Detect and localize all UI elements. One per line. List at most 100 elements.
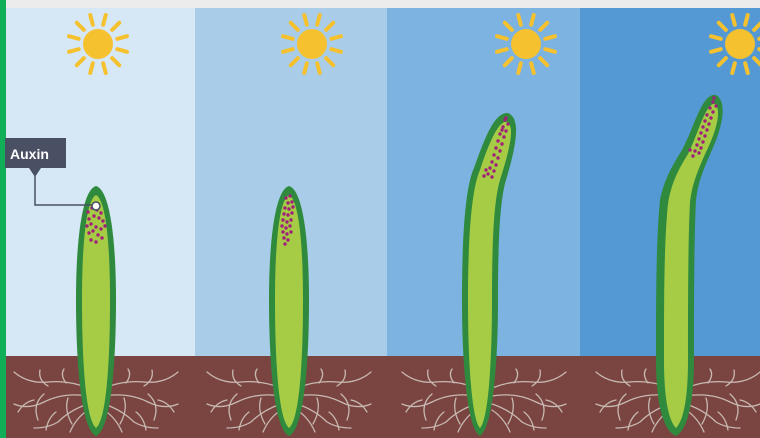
auxin-dot [287,207,290,210]
auxin-dot [291,205,294,208]
auxin-dot [500,128,503,131]
auxin-dot [286,238,289,241]
sun-ray [518,15,521,25]
auxin-dot [482,174,485,177]
auxin-dot [89,222,92,225]
auxin-dot [498,149,501,152]
sun-ray [283,49,293,52]
auxin-dot [96,233,99,236]
auxin-dot [284,196,287,199]
auxin-dot [100,236,103,239]
auxin-dot [92,214,95,217]
auxin-dot [490,160,493,163]
sun-ray [331,49,341,52]
auxin-dot [288,194,291,197]
sun-ray [283,36,293,39]
sun-ray [497,36,507,39]
sun-ray [711,36,721,39]
sun-disc [511,29,541,59]
auxin-dot [94,225,97,228]
auxin-dot [707,122,710,125]
auxin-dot [283,206,286,209]
auxin-dot [283,242,286,245]
auxin-dot [281,230,284,233]
sun-ray [745,63,748,73]
auxin-dot [695,143,698,146]
auxin-dot [285,220,288,223]
sun-ray [545,49,555,52]
auxin-dot [703,134,706,137]
auxin-dot [701,125,704,128]
auxin-dot [484,168,487,171]
auxin-dot [711,100,714,103]
auxin-dot [290,211,293,214]
auxin-dot [494,163,497,166]
sun-ray [117,36,127,39]
auxin-dot [285,232,288,235]
auxin-dot [486,172,489,175]
sun-ray [545,36,555,39]
left-accent-bar [0,0,6,438]
sun-ray [103,63,106,73]
sun-disc [297,29,327,59]
auxin-dot [97,216,100,219]
auxin-dot [697,151,700,154]
auxin-dot [91,229,94,232]
auxin-dot [87,231,90,234]
auxin-dot [284,226,287,229]
sun-ray [497,49,507,52]
auxin-dot [99,227,102,230]
sun-ray [304,15,307,25]
auxin-dot [289,218,292,221]
shoot-stage-2 [269,186,309,436]
sun-ray [732,15,735,25]
auxin-dot [89,238,92,241]
auxin-dot [699,146,702,149]
auxin-dot [501,125,504,128]
sun-ray [745,15,748,25]
sun-ray [531,15,534,25]
sun-ray [732,63,735,73]
auxin-dot [693,149,696,152]
auxin-dot [697,137,700,140]
shoot-stage-1 [76,186,116,436]
auxin-dot [290,200,293,203]
auxin-dot [714,104,717,107]
auxin-dot [103,224,106,227]
sun-ray [531,63,534,73]
sun-ray [317,63,320,73]
auxin-dot [504,116,507,119]
auxin-dot [496,156,499,159]
auxin-dot [87,217,90,220]
auxin-dot [488,166,491,169]
auxin-dot [709,116,712,119]
auxin-dot [494,146,497,149]
auxin-dot [711,110,714,113]
auxin-dot [708,106,711,109]
auxin-dot [705,113,708,116]
auxin-marker [92,202,100,210]
auxin-dot [492,169,495,172]
auxin-dot [289,230,292,233]
auxin-dot [86,210,89,213]
auxin-dot [504,129,507,132]
auxin-dot [498,132,501,135]
auxin-dot [492,153,495,156]
auxin-dot [101,219,104,222]
auxin-dot [280,224,283,227]
auxin-dot [281,218,284,221]
sun-ray [304,63,307,73]
auxin-dot [94,240,97,243]
auxin-dot [85,224,88,227]
sun-ray [103,15,106,25]
top-strip [0,0,760,8]
sun-ray [69,36,79,39]
auxin-dot [712,96,715,99]
auxin-dot [286,201,289,204]
sun-ray [117,49,127,52]
auxin-dot [490,175,493,178]
auxin-dot [701,140,704,143]
sun-disc [725,29,755,59]
sun-ray [90,15,93,25]
